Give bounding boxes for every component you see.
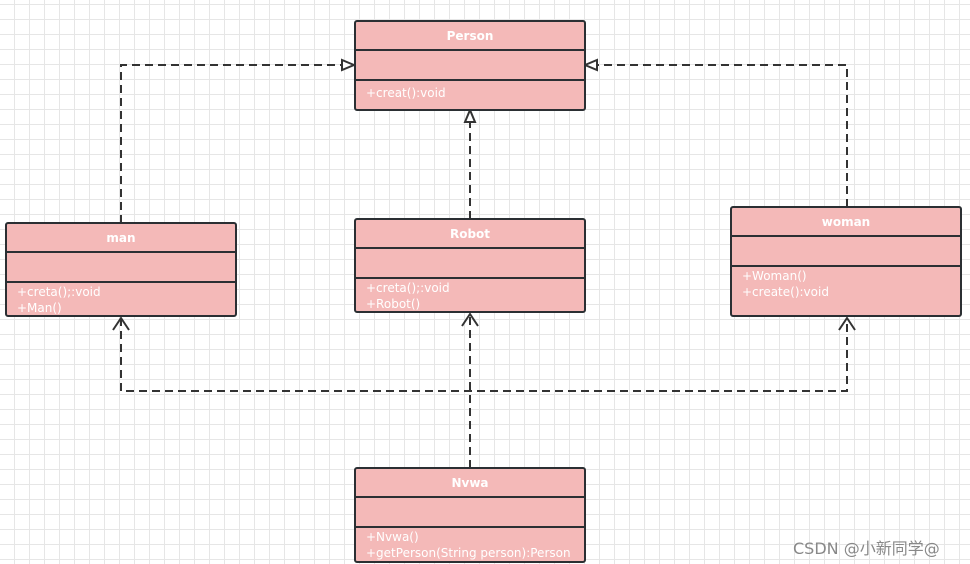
attributes-section xyxy=(356,498,584,528)
nvwa-to-man-woman-line xyxy=(120,318,848,392)
class-nvwa[interactable]: Nvwa +Nvwa() +getPerson(String person):Pe… xyxy=(354,467,586,563)
class-robot[interactable]: Robot +creta();:void +Robot() xyxy=(354,218,586,313)
woman-to-person-line xyxy=(595,64,848,207)
triangle-arrow-icon xyxy=(341,58,357,72)
method: +Man() xyxy=(17,301,62,315)
methods-section: +Nvwa() +getPerson(String person):Person xyxy=(356,528,584,561)
class-woman[interactable]: woman +Woman() +create():void xyxy=(730,206,962,317)
class-name: woman xyxy=(732,208,960,237)
methods-section: +creat():void xyxy=(356,81,584,101)
method: +Nvwa() xyxy=(366,530,419,544)
class-name: Person xyxy=(356,22,584,51)
open-arrow-icon xyxy=(838,316,856,331)
method: +getPerson(String person):Person xyxy=(366,546,571,560)
class-man[interactable]: man +creta();:void +Man() xyxy=(5,222,237,317)
methods-section: +creta();:void +Robot() xyxy=(356,279,584,312)
method: +creta();:void xyxy=(17,285,101,299)
method: +creta();:void xyxy=(366,281,450,295)
class-name: man xyxy=(7,224,235,253)
triangle-arrow-icon xyxy=(463,107,477,123)
watermark: CSDN @小新同学@ xyxy=(793,539,940,558)
open-arrow-icon xyxy=(461,312,479,327)
methods-section: +creta();:void +Man() xyxy=(7,283,235,316)
man-to-person-line xyxy=(120,64,344,223)
method: +Woman() xyxy=(742,269,807,283)
class-name: Robot xyxy=(356,220,584,249)
method: +creat():void xyxy=(366,86,446,100)
method: +create():void xyxy=(742,285,829,299)
attributes-section xyxy=(7,253,235,283)
attributes-section xyxy=(356,249,584,279)
class-name: Nvwa xyxy=(356,469,584,498)
triangle-arrow-icon xyxy=(582,58,598,72)
attributes-section xyxy=(732,237,960,267)
attributes-section xyxy=(356,51,584,81)
open-arrow-icon xyxy=(112,316,130,331)
class-person[interactable]: Person +creat():void xyxy=(354,20,586,111)
method: +Robot() xyxy=(366,297,421,311)
methods-section: +Woman() +create():void xyxy=(732,267,960,300)
